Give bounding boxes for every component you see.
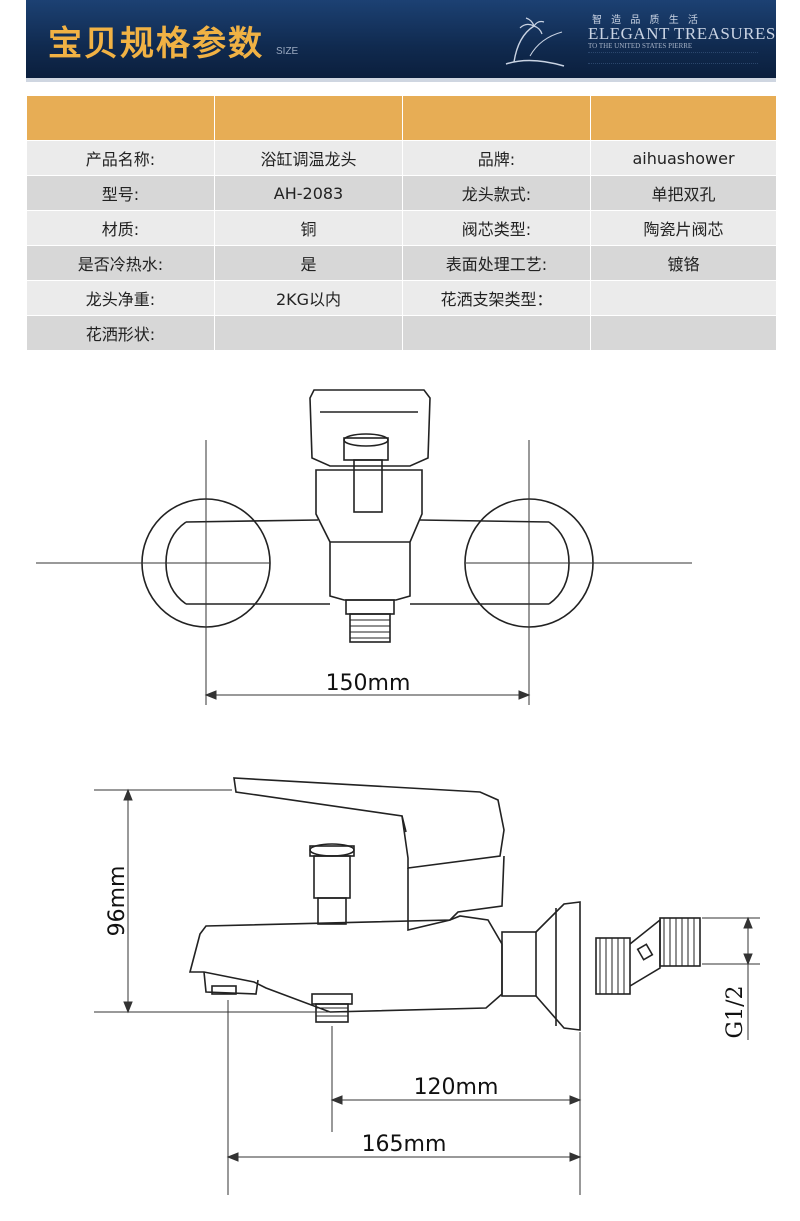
spec-label: 龙头款式: — [402, 175, 591, 211]
spec-value — [590, 315, 777, 351]
spec-label: 品牌: — [402, 140, 591, 176]
dimension-height: 96mm — [105, 866, 130, 937]
aihua-shower-logo-icon — [505, 17, 565, 67]
spec-value: 铜 — [214, 210, 403, 246]
spec-value — [214, 315, 403, 351]
brand-name: ELEGANT TREASURES — [588, 24, 776, 43]
spec-value: 浴缸调温龙头 — [214, 140, 403, 176]
table-row: 是否冷热水: 是 表面处理工艺: 镀铬 — [26, 245, 777, 281]
spec-table: 产品名称: 浴缸调温龙头 品牌: aihuashower 型号: AH-2083… — [26, 95, 777, 351]
spec-value: 单把双孔 — [590, 175, 777, 211]
spec-value: 是 — [214, 245, 403, 281]
header-cell — [214, 95, 403, 141]
spec-label: 产品名称: — [26, 140, 215, 176]
front-view — [141, 389, 594, 643]
table-row: 型号: AH-2083 龙头款式: 单把双孔 — [26, 175, 777, 211]
spec-table-header — [26, 95, 777, 141]
spec-value: aihuashower — [590, 140, 777, 176]
header-cell — [26, 95, 215, 141]
dimension-thread: G1/2 — [723, 986, 748, 1039]
table-row: 龙头净重: 2KG以内 花洒支架类型： — [26, 280, 777, 316]
header-cell — [402, 95, 591, 141]
spec-value: 2KG以内 — [214, 280, 403, 316]
table-row: 材质: 铜 阀芯类型: 陶瓷片阀芯 — [26, 210, 777, 246]
table-row: 花洒形状: — [26, 315, 777, 351]
spec-label: 龙头净重: — [26, 280, 215, 316]
header-cell — [590, 95, 777, 141]
front-centerlines — [36, 440, 692, 705]
spec-value: 陶瓷片阀芯 — [590, 210, 777, 246]
spec-label: 材质: — [26, 210, 215, 246]
page-title: 宝贝规格参数 — [48, 24, 264, 64]
dimension-total-length: 165mm — [362, 1132, 447, 1157]
dimension-front-width: 150mm — [326, 671, 411, 696]
page-subtitle: SIZE — [276, 46, 299, 57]
spec-label: 是否冷热水: — [26, 245, 215, 281]
table-row: 产品名称: 浴缸调温龙头 品牌: aihuashower — [26, 140, 777, 176]
spec-value — [590, 280, 777, 316]
spec-value: 镀铬 — [590, 245, 777, 281]
brand-tagline: 智 造 品 质 生 活 — [592, 15, 701, 26]
spec-label: 型号: — [26, 175, 215, 211]
spec-label: 花洒支架类型： — [402, 280, 591, 316]
spec-value: AH-2083 — [214, 175, 403, 211]
technical-drawing: 150mm — [36, 389, 760, 1195]
brand-line: TO THE UNITED STATES PIERRE — [588, 42, 693, 50]
brand-decoration — [588, 52, 758, 64]
side-view — [188, 777, 701, 1031]
header-banner: 宝贝规格参数 SIZE 智 造 品 质 生 活 ELEGANT TREASURE… — [26, 0, 776, 82]
spec-label: 花洒形状: — [26, 315, 215, 351]
spec-label — [402, 315, 591, 351]
side-dimension-lines — [94, 788, 760, 1195]
spec-label: 表面处理工艺: — [402, 245, 591, 281]
spec-label: 阀芯类型: — [402, 210, 591, 246]
dimension-inlet-spacing: 120mm — [414, 1075, 499, 1100]
